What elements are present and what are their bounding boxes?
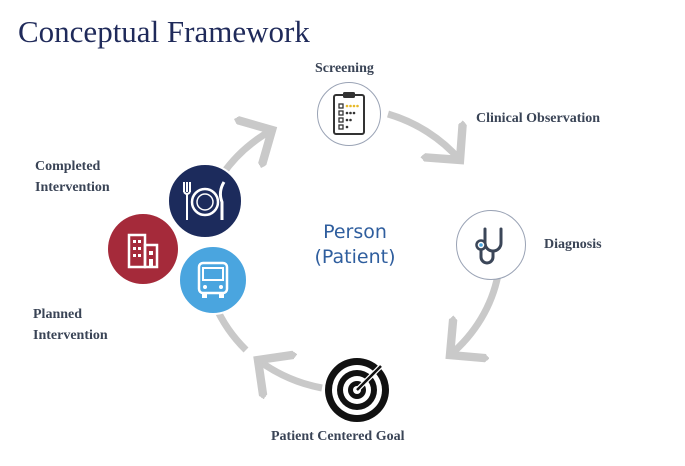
center-person-label: Person (Patient) [300, 220, 410, 270]
planned-intervention-label: Planned Intervention [33, 304, 108, 346]
diagnosis-label: Diagnosis [544, 237, 602, 252]
completed-intervention-line-2: Intervention [35, 180, 110, 195]
completed-intervention-line-1: Completed [35, 159, 101, 174]
completed-intervention-label: Completed Intervention [35, 156, 110, 198]
bus-icon [197, 261, 229, 298]
patient-centered-goal-label: Patient Centered Goal [271, 429, 405, 444]
arrow-screening-to-diagnosis [386, 110, 460, 160]
center-line-2: (Patient) [314, 246, 396, 268]
target-icon [325, 358, 389, 422]
clinical-observation-label: Clinical Observation [476, 111, 601, 126]
planned-intervention-line-2: Intervention [33, 328, 108, 343]
screening-node [317, 82, 381, 146]
planned-intervention-line-1: Planned [33, 307, 83, 322]
transport-node [178, 245, 248, 315]
stethoscope-icon [475, 227, 503, 265]
building-icon [127, 233, 159, 269]
goal-node [323, 356, 391, 424]
arrow-completed-to-screening [219, 130, 272, 178]
plate-fork-knife-icon [183, 181, 226, 220]
arrow-diagnosis-to-goal [450, 274, 502, 355]
center-line-1: Person [323, 221, 387, 243]
arrow-goal-to-planned [258, 360, 323, 388]
page-title: Conceptual Framework [18, 14, 310, 49]
dining-node [167, 163, 243, 239]
screening-label: Screening [315, 61, 374, 76]
building-node [108, 214, 178, 284]
diagnosis-node [456, 210, 526, 280]
checklist-icon [333, 92, 365, 135]
